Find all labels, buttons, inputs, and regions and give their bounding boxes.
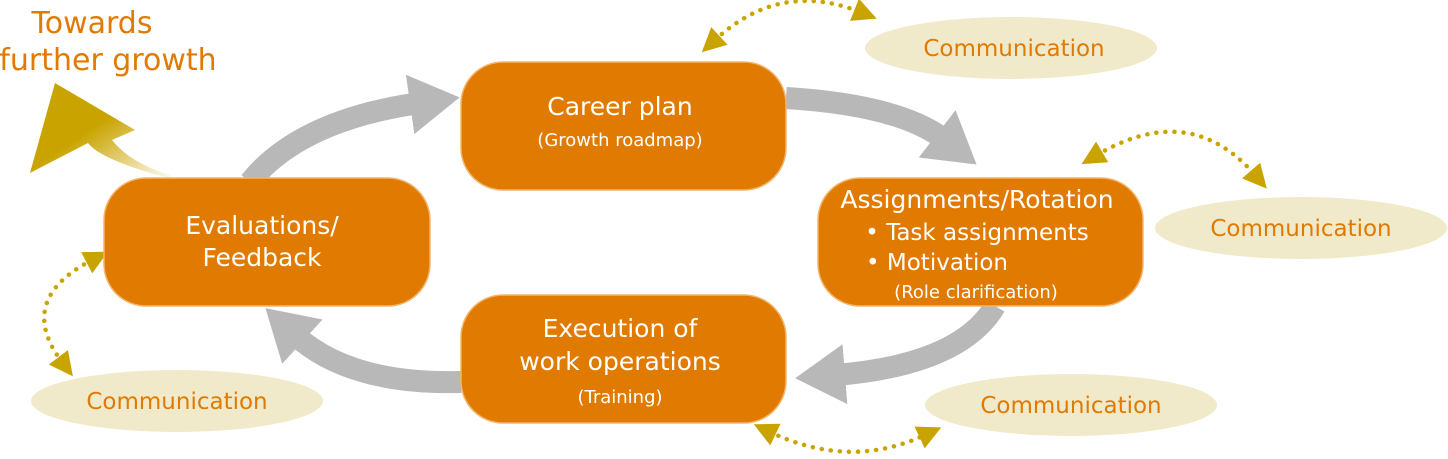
- comm-arrow-execution: [753, 423, 942, 455]
- svg-text:(Growth roadmap): (Growth roadmap): [537, 130, 702, 151]
- arrow-evaluations-to-career: [241, 74, 460, 190]
- svg-text:work operations: work operations: [519, 347, 721, 376]
- svg-text:Evaluations/: Evaluations/: [185, 211, 339, 240]
- svg-text:Career plan: Career plan: [547, 92, 692, 121]
- svg-text:Communication: Communication: [980, 393, 1161, 419]
- node-assignments-rotation: Assignments/Rotation • Task assignments …: [817, 177, 1144, 307]
- comm-arrow-assignments: [1081, 129, 1267, 189]
- node-execution: Execution of work operations (Training): [460, 294, 787, 424]
- svg-text:Communication: Communication: [86, 389, 267, 415]
- node-career-plan: Career plan (Growth roadmap): [460, 61, 787, 191]
- communication-bubble: Communication: [31, 370, 323, 432]
- communication-bubble: Communication: [1155, 197, 1447, 259]
- communication-bubble: Communication: [925, 374, 1217, 436]
- comm-arrow-career: [701, 0, 877, 53]
- svg-text:Assignments/Rotation: Assignments/Rotation: [840, 185, 1113, 214]
- node-evaluations-feedback: Evaluations/ Feedback: [103, 177, 431, 307]
- svg-text:(Training): (Training): [577, 387, 662, 408]
- svg-text:Feedback: Feedback: [202, 243, 322, 272]
- growth-arrow: [30, 83, 175, 180]
- svg-text:Communication: Communication: [1210, 216, 1391, 242]
- communication-bubble: Communication: [865, 17, 1157, 79]
- svg-text:• Task assignments: • Task assignments: [865, 220, 1089, 246]
- arrow-career-to-assignments: [785, 87, 977, 165]
- comm-arrow-evaluations: [41, 251, 108, 377]
- arrow-assignments-to-execution: [795, 300, 1005, 405]
- svg-text:• Motivation: • Motivation: [866, 250, 1008, 276]
- arrow-execution-to-evaluations: [265, 308, 462, 394]
- svg-text:(Role clarification): (Role clarification): [894, 282, 1058, 303]
- svg-text:Communication: Communication: [923, 36, 1104, 62]
- svg-text:Execution of: Execution of: [543, 314, 699, 343]
